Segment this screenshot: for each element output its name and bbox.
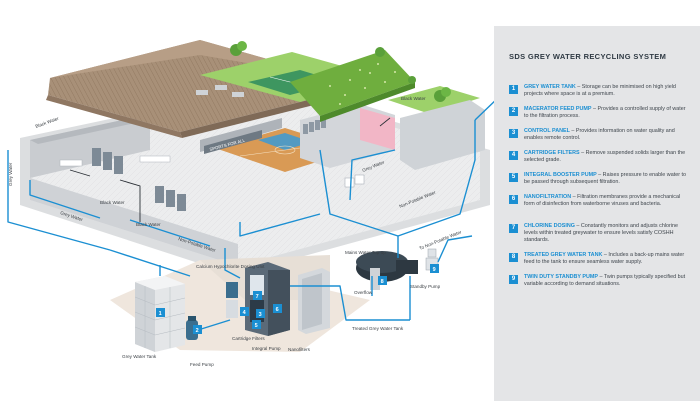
label-black-water-1: Black Water: [35, 116, 60, 129]
svg-text:4: 4: [243, 310, 247, 316]
tree-icon: [230, 41, 451, 102]
label-overflow: Overflow: [354, 290, 373, 295]
legend-text: MACERATOR FEED PUMP – Provides a control…: [524, 106, 691, 120]
legend-badge: 8: [509, 253, 518, 262]
label-standby-pump: Standby Pump: [410, 284, 441, 289]
legend-text: CARTRIDGE FILTERS – Remove suspended sol…: [524, 150, 691, 164]
grey-water-tank: [134, 276, 186, 352]
label-black-water-3: Black Water: [136, 222, 161, 227]
label-grey-water-1: Grey Water: [8, 162, 13, 186]
label-black-water-2: Black Water: [100, 200, 125, 205]
legend-text: CONTROL PANEL – Provides information on …: [524, 128, 691, 142]
lockers: [303, 118, 326, 134]
legend-desc: – Constantly monitors and adjusts chlori…: [524, 223, 678, 244]
washing-machines: [344, 174, 365, 188]
legend-item-cartridge-filters: 4 CARTRIDGE FILTERS – Remove suspended s…: [509, 150, 691, 164]
svg-text:3: 3: [259, 312, 262, 318]
legend-term: CARTRIDGE FILTERS: [524, 150, 580, 156]
svg-text:6: 6: [276, 307, 279, 313]
green-roof-flowers: [329, 63, 396, 105]
legend-term: INTEGRAL BOOSTER PUMP: [524, 172, 597, 178]
legend-desc: – Twin pumps typically specified but var…: [524, 274, 686, 288]
legend-badge: 5: [509, 173, 518, 182]
legend-item-treated-grey-water-tank: 8 TREATED GREY WATER TANK – Includes a b…: [509, 252, 691, 266]
legend-term: TREATED GREY WATER TANK: [524, 252, 603, 258]
legend-badge: 3: [509, 129, 518, 138]
roof-vents: [196, 85, 244, 97]
right-building: [400, 100, 485, 170]
svg-text:5: 5: [255, 323, 258, 329]
legend-text: INTEGRAL BOOSTER PUMP – Raises pressure …: [524, 172, 691, 186]
pink-room: [360, 108, 395, 150]
label-nanofilters: Nanofilters: [288, 347, 311, 352]
legend-item-grey-water-tank: 1 GREY WATER TANK – Storage can be minim…: [509, 84, 691, 98]
legend-panel: SDS GREY WATER RECYCLING SYSTEM 1 GREY W…: [494, 26, 700, 401]
main-roof-side: [180, 92, 342, 138]
legend-desc: – Includes a back-up mains water feed to…: [524, 252, 685, 266]
legend-desc: – Remove suspended solids larger than th…: [524, 150, 686, 164]
label-treated-tank: Treated Grey Water Tank: [352, 326, 404, 331]
court-banner: [204, 130, 262, 154]
legend-badge: 1: [509, 85, 518, 94]
label-hypochlorite: Calcium Hypochlorite Dosing Unit: [196, 264, 265, 269]
legend-desc: – Raises pressure to enable water to be …: [524, 172, 686, 186]
svg-text:2: 2: [196, 328, 199, 334]
svg-text:7: 7: [256, 294, 259, 300]
legend-badge: 9: [509, 275, 518, 284]
label-integral-pump: Integral Pump: [252, 346, 281, 351]
label-grey-water-tank: Grey Water Tank: [122, 354, 157, 359]
green-roof: [290, 50, 415, 116]
legend-term: GREY WATER TANK: [524, 84, 576, 90]
main-roof-ridge: [50, 40, 335, 78]
legend-item-twin-duty-standby-pump: 9 TWIN DUTY STANDBY PUMP – Twin pumps ty…: [509, 274, 691, 288]
label-feed-pump: Feed Pump: [190, 362, 214, 367]
legend-term: CONTROL PANEL: [524, 128, 570, 134]
legend-text: GREY WATER TANK – Storage can be minimis…: [524, 84, 691, 98]
legend-item-integral-booster-pump: 5 INTEGRAL BOOSTER PUMP – Raises pressur…: [509, 172, 691, 186]
legend-badge: 6: [509, 195, 518, 204]
legend-badge: 7: [509, 224, 518, 233]
legend-text: CHLORINE DOSING – Constantly monitors an…: [524, 223, 691, 245]
legend-desc: – Storage can be minimised on high yield…: [524, 84, 676, 98]
legend-term: MACERATOR FEED PUMP: [524, 106, 592, 112]
legend-desc: – Provides information on water quality …: [524, 128, 675, 142]
toilet-cubicles: [59, 148, 186, 211]
black-water-pipes: [69, 117, 391, 222]
diagram-number-markers: 1 2 7 3 4 5 6 8 9: [156, 264, 439, 334]
nanofilter-unit: [298, 268, 330, 334]
svg-text:8: 8: [381, 279, 384, 285]
legend-title: SDS GREY WATER RECYCLING SYSTEM: [509, 52, 667, 61]
legend-item-macerator-feed-pump: 2 MACERATOR FEED PUMP – Provides a contr…: [509, 106, 691, 120]
legend-term: CHLORINE DOSING: [524, 223, 575, 229]
legend-text: TREATED GREY WATER TANK – Includes a bac…: [524, 252, 691, 266]
green-roof-edge: [320, 82, 415, 122]
svg-text:9: 9: [433, 267, 436, 273]
legend-text: NANOFILTRATION – Filtration membranes pr…: [524, 194, 691, 208]
svg-text:1: 1: [159, 311, 162, 317]
main-roof-edge: [46, 95, 182, 138]
legend-term: TWIN DUTY STANDBY PUMP: [524, 274, 598, 280]
label-to-non-potable: To Non-Potable Water: [419, 229, 463, 251]
tank-icon: [356, 251, 418, 290]
legend-text: TWIN DUTY STANDBY PUMP – Twin pumps typi…: [524, 274, 691, 288]
legend-term: NANOFILTRATION: [524, 194, 572, 200]
legend-item-chlorine-dosing: 7 CHLORINE DOSING – Constantly monitors …: [509, 223, 691, 245]
centre-circle: [274, 145, 296, 155]
legend-item-nanofiltration: 6 NANOFILTRATION – Filtration membranes …: [509, 194, 691, 208]
right-roof-lawn: [388, 86, 480, 114]
legend-badge: 4: [509, 151, 518, 160]
label-mains-top-up: Mains Water Top-up: [345, 250, 386, 255]
legend-badge: 2: [509, 107, 518, 116]
legend-desc: – Filtration membranes provide a mechani…: [524, 194, 681, 208]
label-black-water-4: Black Water: [401, 96, 426, 101]
label-cartridge-filters: Cartridge Filters: [232, 336, 265, 341]
legend-desc: – Provides a controlled supply of water …: [524, 106, 686, 120]
legend-item-control-panel: 3 CONTROL PANEL – Provides information o…: [509, 128, 691, 142]
pipe-network: [7, 95, 501, 331]
court-key: [258, 133, 312, 150]
